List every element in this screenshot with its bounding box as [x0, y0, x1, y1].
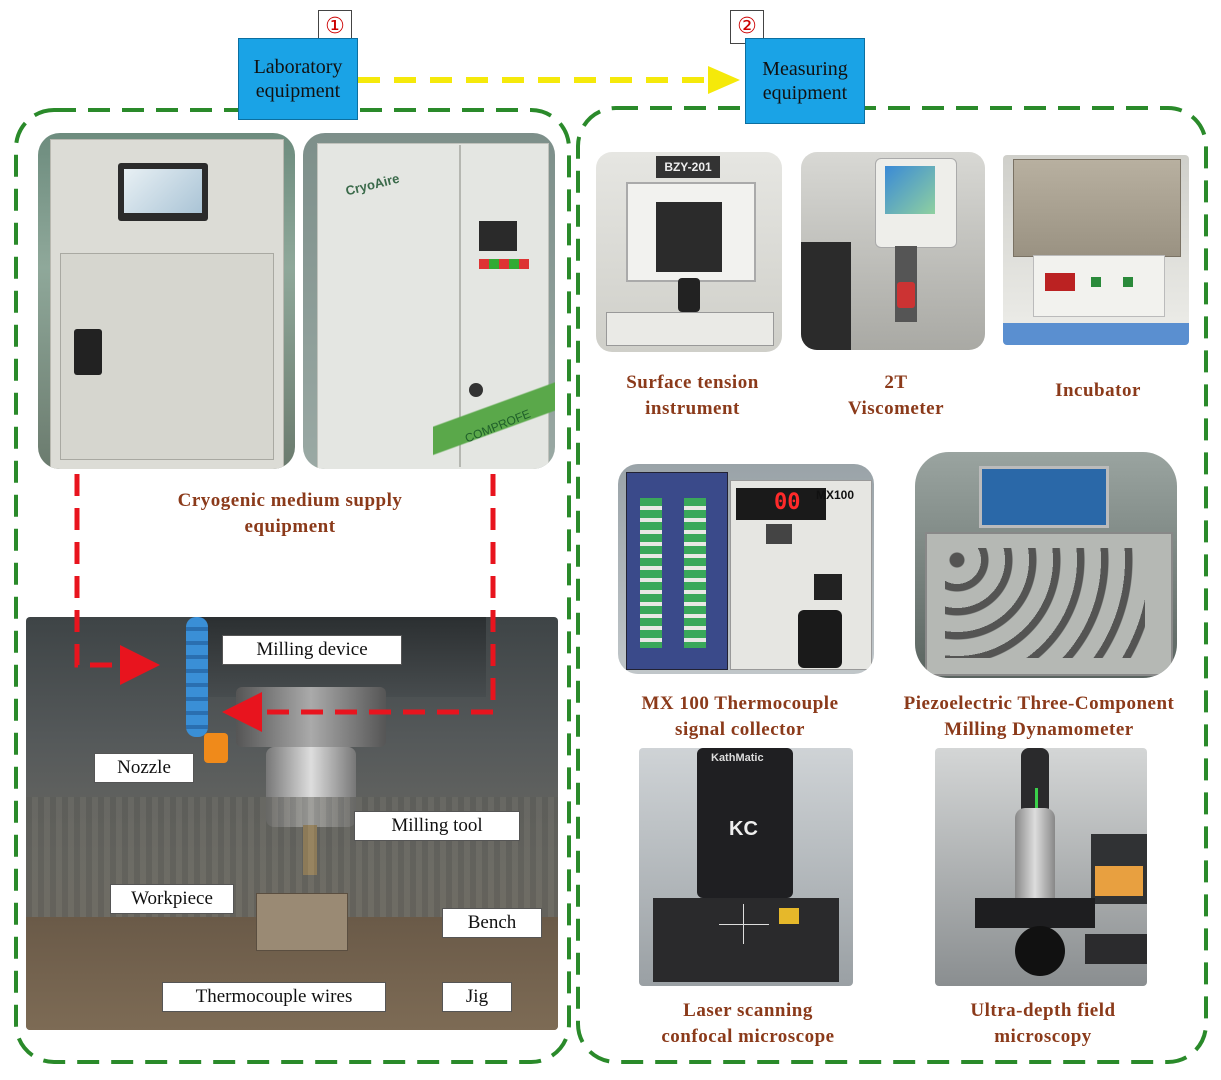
cryogenic-caption-line2: equipment [244, 516, 336, 537]
caption-surface-tension-line1: Surface tension [626, 372, 759, 393]
caption-dynamometer-line1: Piezoelectric Three-Component [903, 693, 1175, 714]
cryogenic-caption-line1: Cryogenic medium supply [177, 490, 403, 511]
cryogenic-caption: Cryogenic medium supply equipment [150, 488, 430, 540]
mx-display: 00 [774, 490, 801, 515]
bzy-label: BZY-201 [656, 156, 720, 178]
kc-logo: KC [729, 818, 758, 840]
caption-viscometer-line2: Viscometer [847, 398, 945, 419]
step-1-label-line2: equipment [255, 80, 341, 102]
caption-mx100-line2: signal collector [675, 719, 805, 740]
ultra-depth-microscope-photo [935, 748, 1147, 986]
caption-incubator: Incubator [1003, 378, 1193, 404]
surface-tension-photo: BZY-201 [596, 152, 782, 352]
dynamometer-photo [915, 452, 1177, 678]
caption-dynamometer-line2: Milling Dynamometer [944, 719, 1134, 740]
kathmatic-logo: KathMatic [711, 752, 764, 764]
label-workpiece: Workpiece [110, 884, 234, 914]
caption-confocal-line1: Laser scanning [683, 1000, 813, 1021]
caption-surface-tension: Surface tension instrument [590, 370, 795, 422]
label-milling-device: Milling device [222, 635, 402, 665]
caption-confocal-line2: confocal microscope [661, 1026, 835, 1047]
caption-incubator-line1: Incubator [1055, 380, 1141, 401]
confocal-microscope-photo: KathMatic KC [639, 748, 853, 986]
cryogenic-cabinet-photo [38, 133, 295, 469]
label-bench: Bench [442, 908, 542, 938]
mx100-photo: 00 MX100 [618, 464, 874, 674]
caption-surface-tension-line2: instrument [645, 398, 740, 419]
cryoaire-cabinet-photo: CryoAire COMPROFE [303, 133, 555, 469]
step-2-box: Measuring equipment [745, 38, 865, 124]
caption-viscometer-line1: 2T [884, 372, 908, 393]
caption-viscometer: 2T Viscometer [800, 370, 992, 422]
label-jig: Jig [442, 982, 512, 1012]
mx-logo: MX100 [816, 488, 855, 502]
measuring-frame [576, 106, 1208, 1064]
label-thermocouple-wires: Thermocouple wires [162, 982, 386, 1012]
incubator-photo [1003, 155, 1189, 345]
viscometer-photo [801, 152, 985, 350]
coolant-line-left [74, 474, 160, 685]
step-1-label-line1: Laboratory [253, 56, 343, 78]
caption-ultra-depth-line2: microscopy [994, 1026, 1092, 1047]
step-2-label-line2: equipment [762, 82, 848, 104]
caption-confocal: Laser scanning confocal microscope [630, 998, 866, 1050]
caption-ultra-depth: Ultra-depth field microscopy [930, 998, 1156, 1050]
label-nozzle: Nozzle [94, 753, 194, 783]
caption-ultra-depth-line1: Ultra-depth field [970, 1000, 1116, 1021]
caption-dynamometer: Piezoelectric Three-Component Milling Dy… [880, 691, 1198, 743]
label-milling-tool: Milling tool [354, 811, 520, 841]
step-1-box: Laboratory equipment [238, 38, 358, 120]
caption-mx100: MX 100 Thermocouple signal collector [600, 691, 880, 743]
coolant-line-right [222, 474, 496, 732]
yellow-arrowhead [708, 66, 740, 94]
step-2-label-line1: Measuring [762, 58, 848, 80]
caption-mx100-line1: MX 100 Thermocouple [641, 693, 839, 714]
